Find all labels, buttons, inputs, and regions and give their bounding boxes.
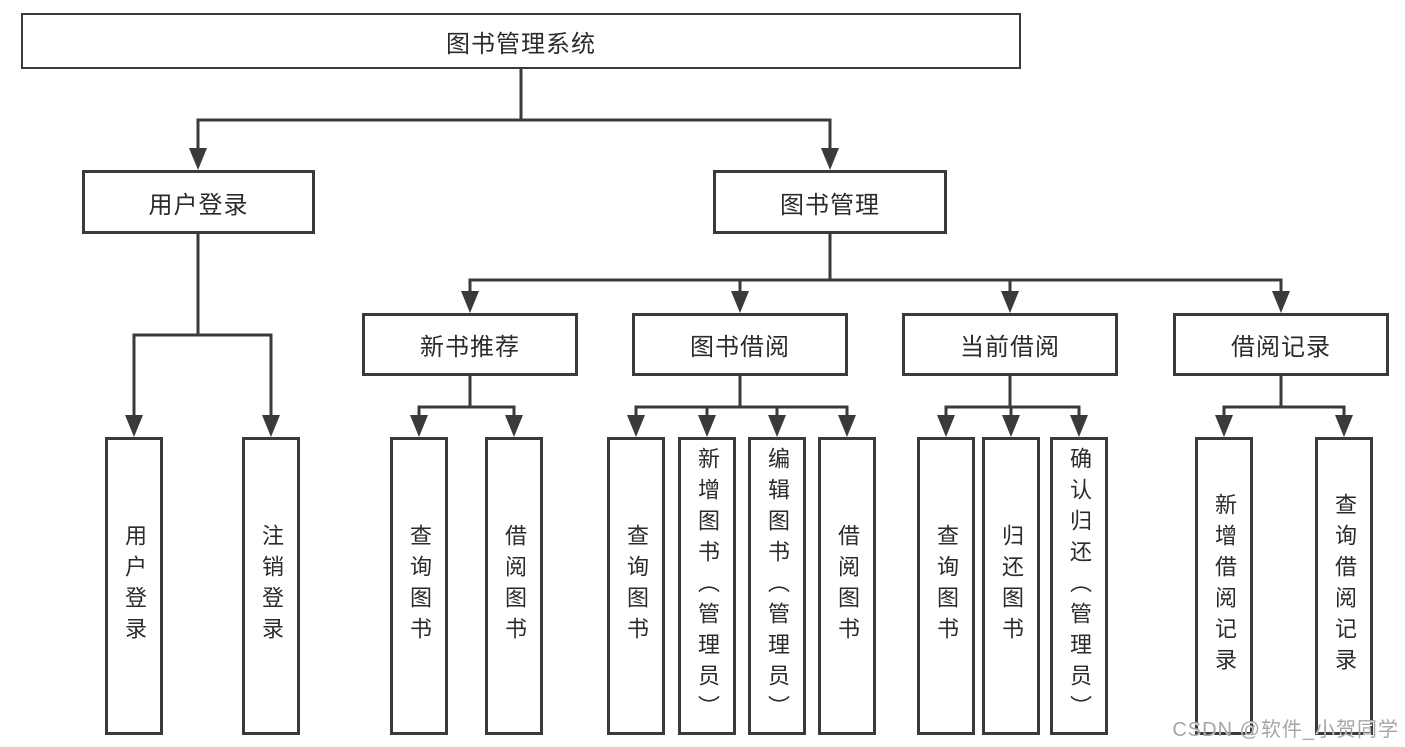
node-current-borrowing-label: 当前借阅 xyxy=(960,334,1060,361)
node-borrowing-records: 借阅记录 xyxy=(1173,313,1389,376)
node-book-borrowing: 图书借阅 xyxy=(632,313,848,376)
leaf-add-borrow-record: 新增借阅记录 xyxy=(1195,437,1253,735)
leaf-logout: 注销登录 xyxy=(242,437,300,735)
leaf-borrow-books-recommend: 借阅图书 xyxy=(485,437,543,735)
node-user-login-label: 用户登录 xyxy=(148,191,249,219)
leaf-query-books-recommend: 查询图书 xyxy=(390,437,448,735)
node-library-system: 图书管理系统 xyxy=(21,13,1021,69)
leaf-query-borrow-record-label: 查询借阅记录 xyxy=(1332,493,1357,679)
leaf-query-books-current: 查询图书 xyxy=(917,437,975,735)
node-book-management-label: 图书管理 xyxy=(780,191,880,219)
node-book-borrowing-label: 图书借阅 xyxy=(690,334,790,361)
leaf-return-books: 归还图书 xyxy=(982,437,1040,735)
leaf-borrow-books-borrow-label: 借阅图书 xyxy=(835,524,860,648)
leaf-user-login: 用户登录 xyxy=(105,437,163,735)
leaf-confirm-return-admin: 确认归还（管理员） xyxy=(1050,437,1108,735)
leaf-edit-books-admin-label: 编辑图书（管理员） xyxy=(765,446,790,726)
leaf-query-books-recommend-label: 查询图书 xyxy=(407,524,432,648)
node-borrowing-records-label: 借阅记录 xyxy=(1231,334,1331,361)
node-new-book-recommendation-label: 新书推荐 xyxy=(420,334,520,361)
leaf-query-books-borrow-label: 查询图书 xyxy=(624,524,649,648)
node-book-management: 图书管理 xyxy=(713,170,947,234)
node-new-book-recommendation: 新书推荐 xyxy=(362,313,578,376)
watermark: CSDN @软件_小贺同学 xyxy=(1172,719,1399,741)
leaf-query-books-borrow: 查询图书 xyxy=(607,437,665,735)
leaf-confirm-return-admin-label: 确认归还（管理员） xyxy=(1067,446,1092,726)
node-user-login: 用户登录 xyxy=(82,170,315,234)
leaf-edit-books-admin: 编辑图书（管理员） xyxy=(748,437,806,735)
leaf-borrow-books-borrow: 借阅图书 xyxy=(818,437,876,735)
leaf-borrow-books-recommend-label: 借阅图书 xyxy=(502,524,527,648)
leaf-query-books-current-label: 查询图书 xyxy=(934,524,959,648)
leaf-user-login-label: 用户登录 xyxy=(122,524,147,648)
leaf-add-books-admin-label: 新增图书（管理员） xyxy=(695,446,720,726)
leaf-logout-label: 注销登录 xyxy=(259,524,284,648)
node-library-system-label: 图书管理系统 xyxy=(446,30,596,58)
leaf-return-books-label: 归还图书 xyxy=(999,524,1024,648)
leaf-add-books-admin: 新增图书（管理员） xyxy=(678,437,736,735)
leaf-add-borrow-record-label: 新增借阅记录 xyxy=(1212,493,1237,679)
leaf-query-borrow-record: 查询借阅记录 xyxy=(1315,437,1373,735)
node-current-borrowing: 当前借阅 xyxy=(902,313,1118,376)
